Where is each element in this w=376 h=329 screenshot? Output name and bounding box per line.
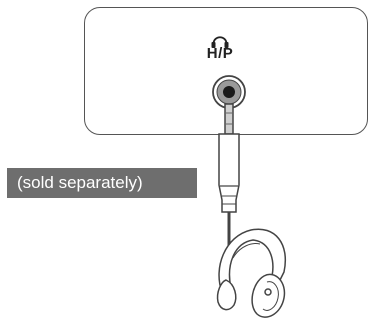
headphone-icon — [211, 36, 229, 48]
sold-separately-note: (sold separately) — [7, 168, 197, 198]
headphone-plug — [218, 103, 240, 213]
headphones — [216, 228, 286, 318]
port-label: H/P — [206, 45, 234, 62]
headphone-jack-port — [212, 75, 246, 109]
